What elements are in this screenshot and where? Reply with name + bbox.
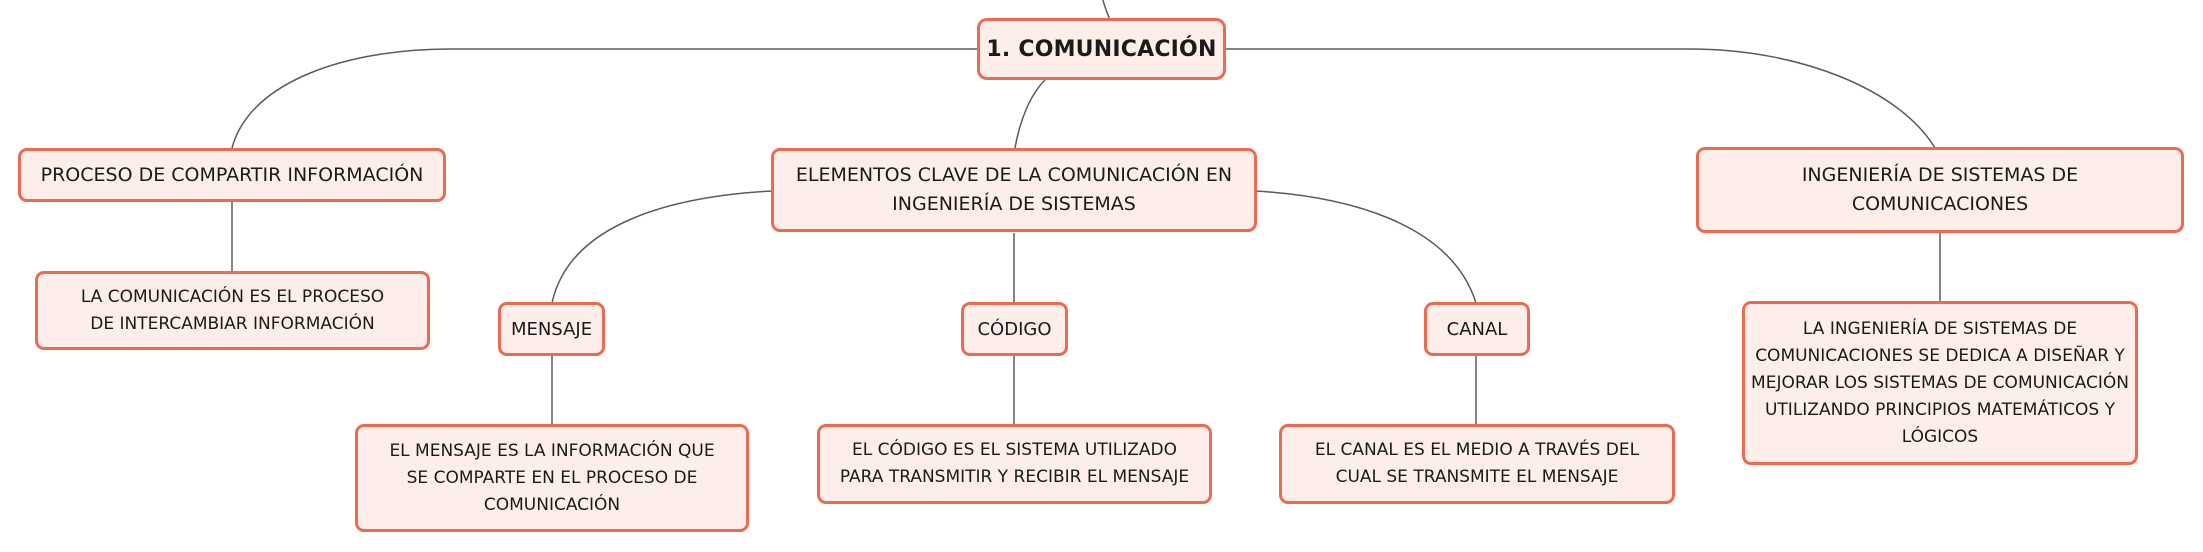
subtopic-canal[interactable]: CANAL (1424, 302, 1530, 356)
connector-root-ingenieria (1226, 48, 1936, 149)
detail-mensaje[interactable]: EL MENSAJE ES LA INFORMACIÓN QUE SE COMP… (355, 424, 749, 532)
topic-elementos[interactable]: ELEMENTOS CLAVE DE LA COMUNICACIÓN EN IN… (771, 148, 1257, 232)
subtopic-codigo[interactable]: CÓDIGO (961, 302, 1068, 356)
detail-proceso[interactable]: LA COMUNICACIÓN ES EL PROCESO DE INTERCA… (35, 271, 430, 350)
connector-root-parent (1102, 0, 1111, 21)
topic-proceso[interactable]: PROCESO DE COMPARTIR INFORMACIÓN (18, 148, 446, 202)
connector-root-elementos (1014, 79, 1046, 149)
detail-ingenieria[interactable]: LA INGENIERÍA DE SISTEMAS DE COMUNICACIO… (1742, 301, 2138, 465)
detail-codigo[interactable]: EL CÓDIGO ES EL SISTEMA UTILIZADO PARA T… (817, 424, 1212, 504)
detail-canal[interactable]: EL CANAL ES EL MEDIO A TRAVÉS DEL CUAL S… (1279, 424, 1675, 504)
connector-elementos-canal (1255, 190, 1477, 304)
connector-root-proceso (231, 48, 980, 149)
central-topic[interactable]: 1. COMUNICACIÓN (977, 18, 1226, 80)
connector-elementos-mensaje (551, 190, 773, 304)
topic-ingenieria[interactable]: INGENIERÍA DE SISTEMAS DE COMUNICACIONES (1696, 147, 2184, 233)
subtopic-mensaje[interactable]: MENSAJE (498, 302, 605, 356)
